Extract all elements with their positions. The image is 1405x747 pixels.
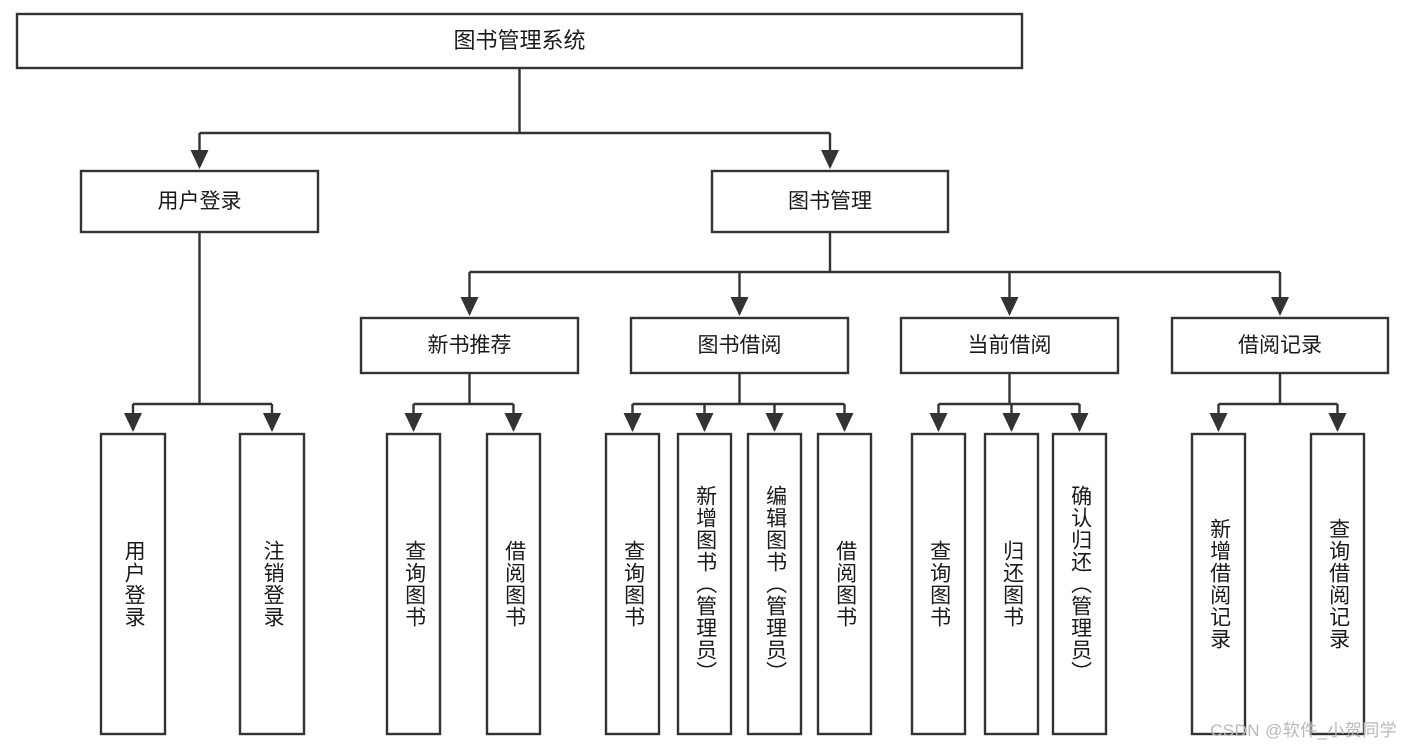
arrow-head-icon bbox=[1070, 413, 1089, 432]
arrow-head-icon bbox=[1002, 413, 1021, 432]
node-box-leaf-12[interactable] bbox=[1309, 432, 1366, 736]
arrow-head-icon bbox=[1271, 297, 1289, 316]
arrow-head-icon bbox=[1328, 413, 1347, 432]
node-box-level2-0[interactable] bbox=[79, 169, 320, 234]
node-box-level3-1[interactable] bbox=[629, 316, 850, 375]
arrow-head-icon bbox=[1000, 297, 1019, 316]
node-box-leaf-10[interactable] bbox=[1051, 432, 1108, 736]
node-box-leaf-7[interactable] bbox=[816, 432, 873, 736]
node-box-leaf-3[interactable] bbox=[485, 432, 542, 736]
arrow-head-icon bbox=[124, 413, 142, 432]
node-label-level3-1: 图书借阅 bbox=[698, 334, 782, 357]
node-box-leaf-8[interactable] bbox=[910, 432, 967, 736]
watermark-text: CSDN @软件_小贺同学 bbox=[1210, 721, 1397, 740]
arrow-head-icon bbox=[821, 150, 839, 169]
arrow-head-icon bbox=[730, 297, 749, 316]
node-label-level3-2: 当前借阅 bbox=[968, 334, 1052, 357]
node-box-layer bbox=[15, 12, 1390, 736]
node-box-leaf-1[interactable] bbox=[238, 432, 306, 736]
arrow-head-icon bbox=[623, 413, 642, 432]
node-box-level3-2[interactable] bbox=[899, 316, 1120, 375]
arrow-head-icon bbox=[765, 413, 784, 432]
node-box-root-0[interactable] bbox=[15, 12, 1024, 70]
node-box-leaf-2[interactable] bbox=[385, 432, 442, 736]
arrow-head-icon bbox=[460, 297, 479, 316]
arrow-head-icon bbox=[695, 413, 714, 432]
node-box-leaf-6[interactable] bbox=[746, 432, 803, 736]
node-box-leaf-5[interactable] bbox=[676, 432, 733, 736]
node-box-level3-3[interactable] bbox=[1170, 316, 1390, 375]
node-label-root-0: 图书管理系统 bbox=[453, 28, 585, 53]
arrow-head-icon bbox=[929, 413, 948, 432]
node-box-level2-1[interactable] bbox=[710, 169, 950, 234]
arrow-head-icon bbox=[190, 150, 209, 169]
node-label-level3-3: 借阅记录 bbox=[1238, 334, 1322, 357]
arrow-head-icon bbox=[835, 413, 854, 432]
node-label-level2-0: 用户登录 bbox=[158, 190, 242, 213]
node-label-level3-0: 新书推荐 bbox=[428, 334, 512, 357]
connector-layer bbox=[124, 68, 1347, 432]
node-box-leaf-0[interactable] bbox=[99, 432, 167, 736]
arrow-head-icon bbox=[504, 413, 523, 432]
node-box-leaf-4[interactable] bbox=[604, 432, 661, 736]
arrow-head-icon bbox=[263, 413, 281, 432]
arrow-head-icon bbox=[404, 413, 423, 432]
node-box-leaf-11[interactable] bbox=[1190, 432, 1247, 736]
node-label-level2-1: 图书管理 bbox=[788, 190, 872, 213]
node-box-level3-0[interactable] bbox=[359, 316, 580, 375]
arrow-head-icon bbox=[1209, 413, 1228, 432]
node-box-leaf-9[interactable] bbox=[983, 432, 1040, 736]
